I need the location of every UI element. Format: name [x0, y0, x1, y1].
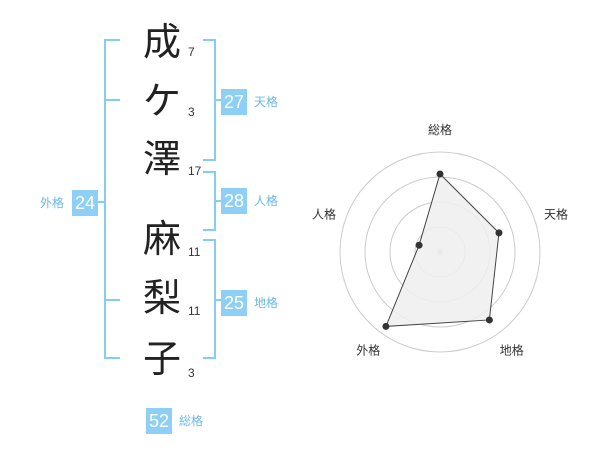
stroke-count-5: 11 — [188, 304, 201, 318]
radar-axis-label-5: 人格 — [312, 206, 336, 221]
gaikaku-badge: 24 — [72, 190, 99, 216]
radar-point-3 — [485, 316, 493, 324]
name-char-6: 子 — [142, 337, 181, 381]
tenkaku-badge: 27 — [221, 89, 248, 115]
bracket-tenkaku — [203, 39, 221, 161]
tenkaku-label: 天格 — [254, 95, 279, 109]
bracket-jinkaku — [203, 171, 221, 231]
name-char-5: 梨 — [142, 276, 181, 320]
stroke-count-3: 17 — [188, 164, 202, 178]
radar-value-polygon — [385, 173, 500, 327]
stroke-count-6: 3 — [188, 366, 195, 380]
radar-point-5 — [415, 241, 423, 249]
name-char-1: 成 — [142, 20, 181, 64]
radar-axis-label-1: 総格 — [428, 122, 452, 137]
name-char-2: ケ — [142, 79, 181, 123]
chikaku-label: 地格 — [254, 296, 279, 310]
radar-ring-4 — [339, 151, 541, 353]
name-char-4: 麻 — [142, 217, 181, 261]
stroke-count-2: 3 — [188, 105, 195, 119]
jinkaku-badge: 28 — [221, 188, 248, 214]
radar-point-2 — [495, 229, 503, 237]
name-char-3: 澤 — [142, 137, 181, 181]
soukaku-badge: 52 — [146, 408, 173, 434]
gaikaku-label: 外格 — [40, 196, 65, 210]
stroke-count-4: 11 — [188, 245, 201, 259]
soukaku-label: 総格 — [179, 414, 204, 428]
radar-axis-label-2: 天格 — [544, 206, 568, 221]
radar-axis-label-4: 外格 — [356, 343, 380, 358]
stroke-count-1: 7 — [188, 45, 195, 59]
radar-axis-label-3: 地格 — [500, 343, 524, 358]
jinkaku-label: 人格 — [254, 194, 279, 208]
radar-point-1 — [436, 170, 444, 178]
chikaku-badge: 25 — [221, 290, 248, 316]
radar-point-4 — [382, 322, 390, 330]
bracket-chikaku — [203, 239, 221, 359]
bracket-gaikaku — [98, 39, 120, 359]
